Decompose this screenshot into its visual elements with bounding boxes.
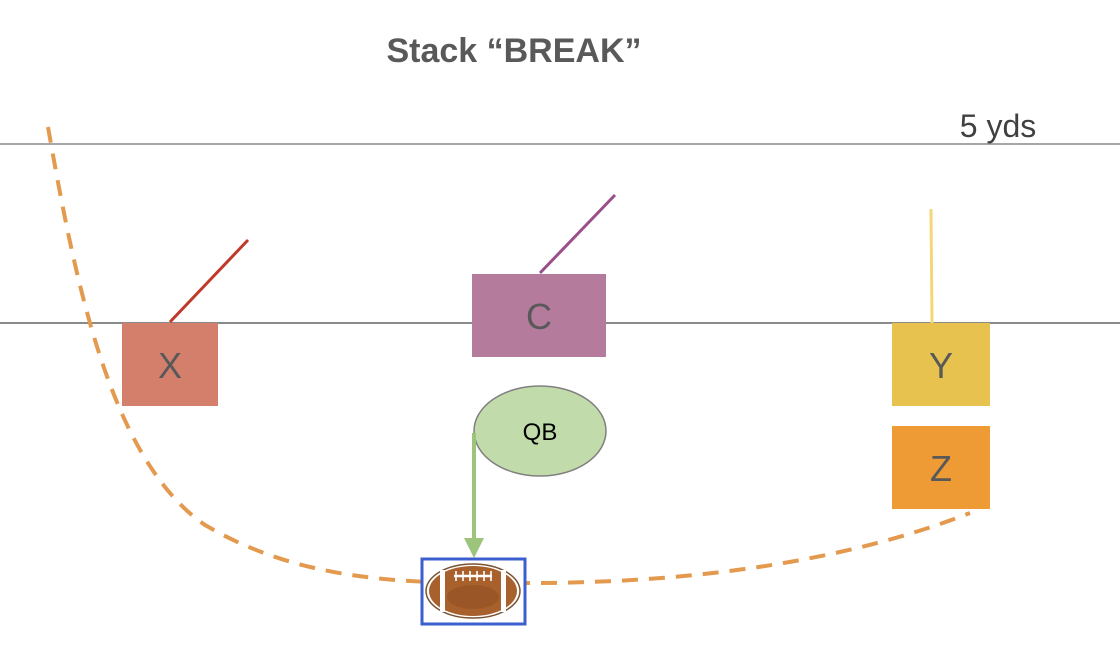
motion-path [46,126,971,585]
football-icon [425,563,521,619]
quarterback[interactable]: QB [473,385,607,477]
player-z-box [892,426,990,509]
player-x-box [122,323,218,406]
player-z-label: Z [930,448,952,489]
player-c-box [472,274,606,357]
player-x-label: X [158,345,182,386]
player-z[interactable]: Z [892,426,990,509]
player-x[interactable]: X [122,323,218,406]
player-c-label: C [526,296,552,337]
player-y-label: Y [929,345,953,386]
yardage-label: 5 yds [960,108,1036,144]
quarterback-ellipse [473,385,607,477]
c-route [538,193,617,275]
football[interactable] [420,557,527,626]
diagram-title: Stack “BREAK” [386,32,641,70]
y-route [929,208,934,324]
player-y-box [892,323,990,406]
x-route [168,238,250,324]
player-y[interactable]: Y [892,323,990,406]
player-c[interactable]: C [472,274,606,357]
quarterback-label: QB [523,419,558,446]
